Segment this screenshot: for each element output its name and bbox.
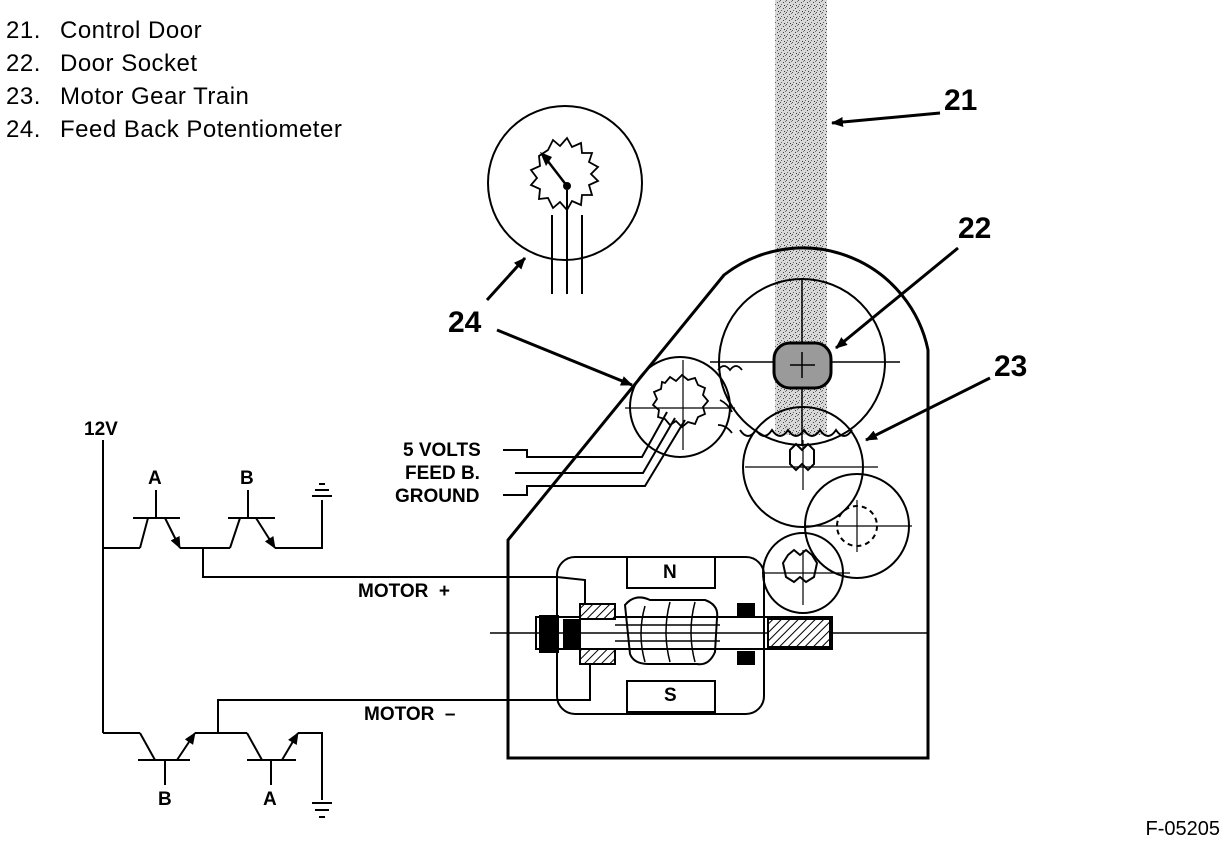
label-ground: GROUND: [395, 486, 480, 507]
label-transistor-top-b: B: [240, 468, 254, 489]
parts-legend: 21. Control Door 22. Door Socket 23. Motor …: [6, 14, 342, 146]
legend-text: Feed Back Potentiometer: [60, 116, 343, 143]
transistor-bottom-a: [246, 732, 299, 785]
transistor-top-b: [228, 490, 276, 549]
label-transistor-bottom-b: B: [158, 789, 172, 810]
legend-text: Door Socket: [60, 50, 198, 77]
leader-23: [865, 376, 991, 442]
label-transistor-top-a: A: [148, 468, 162, 489]
legend-text: Control Door: [60, 17, 203, 44]
actuator-housing: [506, 246, 930, 760]
label-5-volts: 5 VOLTS: [403, 440, 481, 461]
callout-24: 24: [448, 306, 482, 339]
legend-text: Motor Gear Train: [60, 83, 250, 110]
label-motor-plus: MOTOR +: [358, 581, 451, 602]
legend-number: 22.: [6, 50, 41, 77]
callout-21: 21: [944, 84, 978, 117]
callout-22: 22: [958, 212, 992, 245]
north-pole: [626, 556, 716, 589]
motor-assembly: [490, 556, 928, 715]
label-motor-minus: MOTOR –: [364, 704, 456, 725]
label-transistor-bottom-a: A: [263, 789, 277, 810]
legend-item: 21. Control Door: [6, 14, 342, 47]
door-socket-gear: [710, 278, 900, 446]
label-12v: 12V: [84, 419, 118, 440]
label-south-pole: S: [664, 685, 677, 706]
legend-item: 23. Motor Gear Train: [6, 80, 342, 113]
potentiometer-detail: [487, 105, 643, 294]
figure-id: F-05205: [1145, 818, 1221, 840]
legend-item: 24. Feed Back Potentiometer: [6, 113, 342, 146]
drive-circuit: [102, 440, 557, 818]
leader-22: [835, 246, 959, 350]
south-pole: [626, 680, 716, 713]
transistor-top-a: [133, 490, 181, 549]
legend-number: 24.: [6, 116, 41, 143]
callout-leaders: [485, 111, 991, 442]
motor-gear-train: [742, 406, 912, 614]
transistor-bottom-b: [138, 732, 196, 785]
callout-23: 23: [994, 350, 1028, 383]
legend-number: 23.: [6, 83, 41, 110]
legend-item: 22. Door Socket: [6, 47, 342, 80]
pot-wires: [503, 411, 686, 496]
label-feed-b: FEED B.: [405, 463, 480, 484]
leader-21: [831, 111, 941, 127]
potentiometer-gear: [625, 356, 743, 458]
leader-24-housing: [496, 328, 633, 387]
legend-number: 21.: [6, 17, 41, 44]
label-north-pole: N: [663, 562, 677, 583]
leader-24-inset: [485, 256, 527, 302]
